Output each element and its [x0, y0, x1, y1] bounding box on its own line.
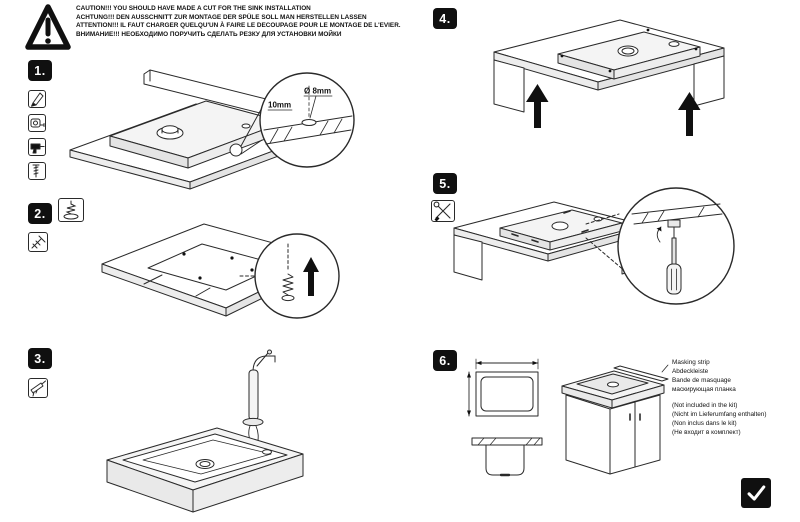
warning-line-de: ACHTUNG!!! DEN AUSSCHNITT ZUR MONTAGE DE…	[76, 13, 367, 21]
step-5-illustration	[453, 187, 735, 305]
up-arrow-left-icon	[526, 84, 549, 128]
drill-detail-callout: Ø 8mm 10mm	[259, 72, 355, 168]
step-1-number: 1.	[28, 60, 52, 81]
sink-under-counter	[499, 209, 623, 251]
screwdriver-detail-callout	[617, 187, 735, 305]
silicone-gun-icon	[28, 378, 48, 398]
spring-detail-callout	[254, 233, 340, 319]
not-included-en: (Not included in the kit)	[672, 402, 738, 409]
tape-measure-icon	[28, 114, 46, 132]
step-4-illustration	[493, 19, 725, 136]
masking-label-fr: Bande de masquage	[672, 377, 731, 384]
step-3-illustration	[106, 349, 304, 513]
step-2: 2.	[28, 196, 348, 336]
up-arrow-right-icon	[678, 92, 701, 136]
sink-under-counter	[557, 28, 701, 80]
done-checkmark-box	[741, 478, 771, 508]
step-3: 3.	[28, 346, 348, 518]
diagonal-screw-icon	[28, 232, 48, 252]
step-5-number: 5.	[433, 173, 457, 194]
step-6-illustration	[467, 358, 669, 477]
not-included-fr: (Non inclus dans le kit)	[672, 420, 737, 427]
hand-tools-icon	[431, 200, 455, 222]
drill-icon	[28, 138, 46, 156]
warning-triangle-icon	[25, 4, 71, 50]
scriber-icon	[28, 90, 46, 108]
sink-section-view	[471, 437, 543, 477]
warning-text: CAUTION!!! YOU SHOULD HAVE MADE A CUT FO…	[76, 5, 416, 40]
step-4-number: 4.	[433, 8, 457, 29]
step-1: 1.	[28, 56, 368, 204]
step-6: 6.	[433, 346, 797, 518]
depth-label: 10mm	[268, 101, 291, 110]
up-arrow-icon	[303, 257, 319, 296]
mounting-clip-icon	[58, 198, 84, 222]
warning-line-fr: ATTENTION!!! IL FAUT CHARGER QUELQU'UN À…	[76, 22, 401, 30]
screwdriver	[666, 226, 682, 295]
masking-label-de: Abdeckleiste	[672, 368, 709, 375]
masking-label-en: Masking strip	[672, 359, 710, 366]
not-included-ru: (Не входит в комплект)	[672, 429, 741, 436]
sink-top-view	[467, 358, 539, 417]
step-4: 4.	[433, 6, 773, 174]
cabinet	[561, 364, 669, 475]
masking-strip-labels: Masking strip Abdeckleiste Bande de masq…	[672, 358, 800, 437]
step-1-illustration: Ø 8mm 10mm	[69, 69, 355, 190]
warning-line-en: CAUTION!!! YOU SHOULD HAVE MADE A CUT FO…	[76, 5, 311, 12]
screw-icon	[28, 162, 46, 180]
step-6-number: 6.	[433, 350, 457, 371]
warning-line-ru: ВНИМАНИЕ!!! НЕОБХОДИМО ПОРУЧИТЬ СДЕЛАТЬ …	[76, 31, 342, 39]
step-2-illustration	[101, 223, 340, 319]
step-2-number: 2.	[28, 203, 52, 224]
checkmark-icon	[747, 485, 766, 501]
masking-label-ru: маскирующая планка	[672, 386, 736, 393]
step-3-number: 3.	[28, 348, 52, 369]
not-included-de: (Nicht im Lieferumfang enthalten)	[672, 411, 767, 418]
diameter-label: Ø 8mm	[304, 87, 331, 96]
sink	[106, 427, 304, 513]
step-5: 5.	[431, 171, 776, 333]
